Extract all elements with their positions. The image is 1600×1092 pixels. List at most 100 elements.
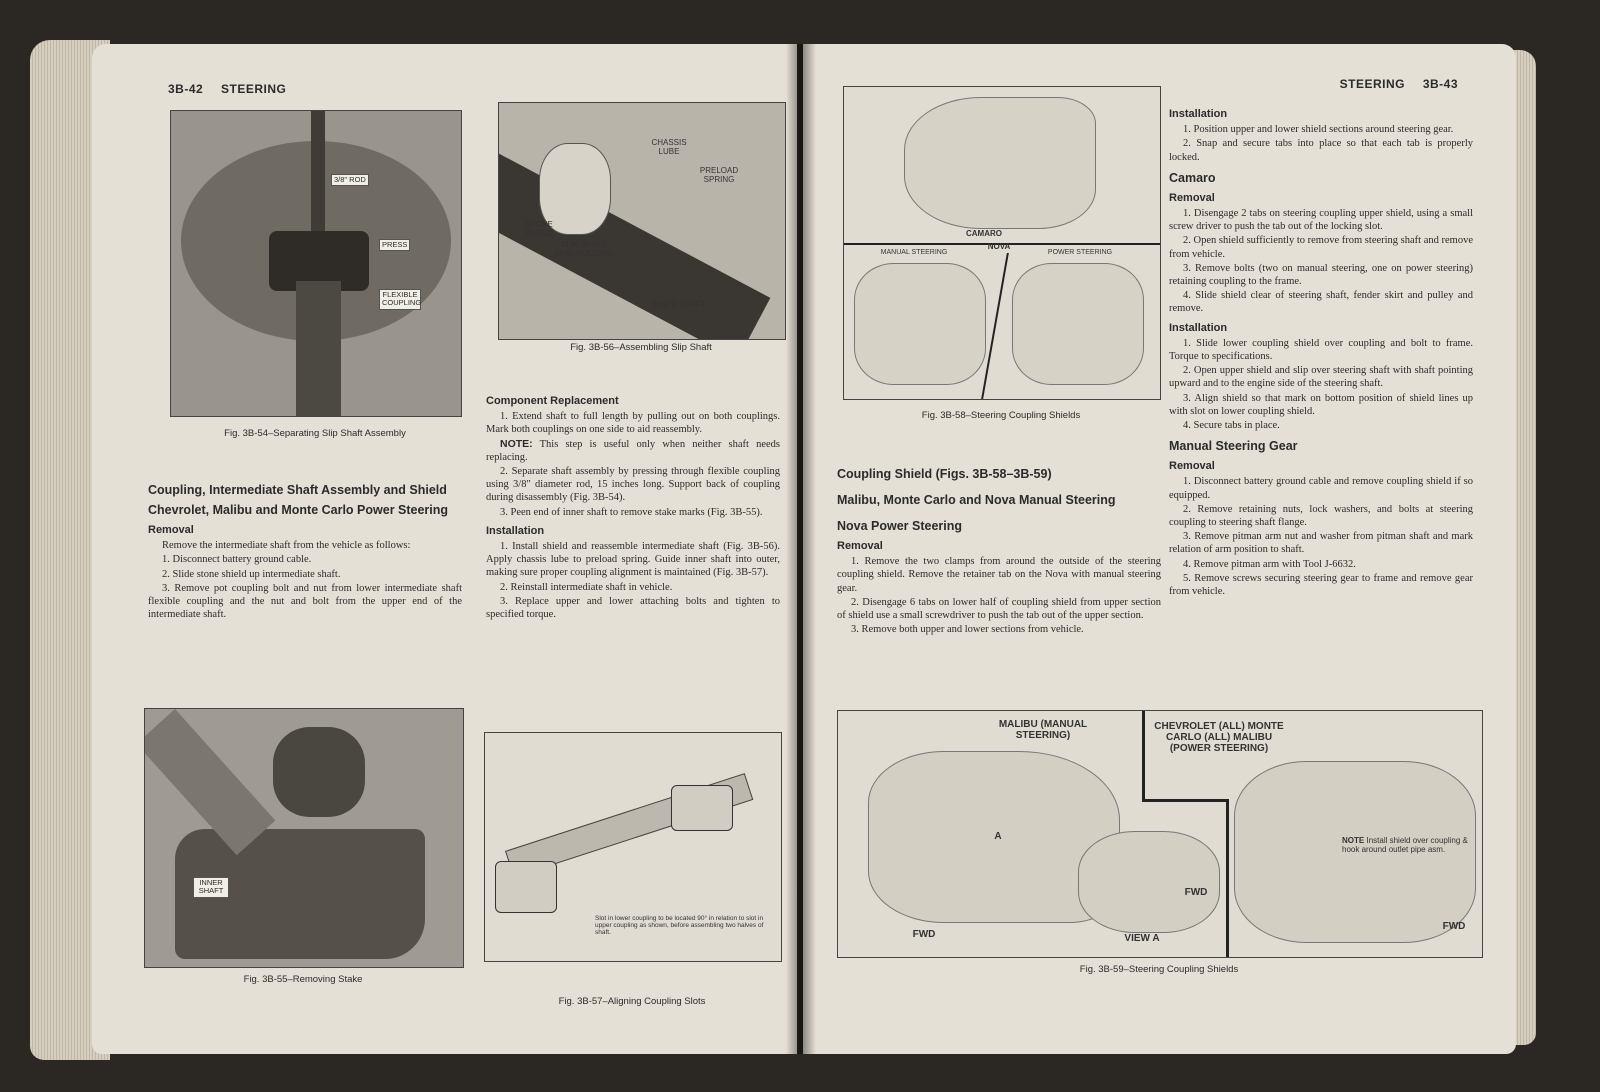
right-page-section: STEERING: [1339, 77, 1405, 91]
fig57-upper-coupling: [671, 785, 733, 831]
fig58-caption: Fig. 3B-58–Steering Coupling Shields: [921, 410, 1081, 421]
camaro-removal-step-4: 4. Slide shield clear of steering shaft,…: [1169, 290, 1473, 315]
fig59-note-head: NOTE: [1342, 836, 1365, 845]
fig59-divider-horizontal: [1142, 799, 1228, 802]
fig54-shaft: [296, 281, 341, 416]
fig56-label-inner-shaft: INNER SHAFT: [652, 300, 706, 309]
fig59-divider-vertical-2: [1226, 799, 1229, 957]
left-page-number: 3B-42: [168, 82, 204, 96]
component-note: NOTE: This step is useful only when neit…: [486, 438, 780, 464]
fig58-camaro-drawing: [904, 97, 1096, 229]
component-steps-2: 2. Separate shaft assembly by pressing t…: [486, 465, 780, 519]
removal-step-3: 3. Remove pot coupling bolt and nut from…: [148, 582, 462, 621]
figure-3b-56: CHASSIS LUBE PRELOAD SPRING STONE SHIELD…: [498, 102, 786, 340]
right-page-number: 3B-43: [1422, 77, 1458, 91]
left-page-header: 3B-42 STEERING: [168, 82, 286, 96]
fig58-power-drawing: [1012, 263, 1144, 385]
fig56-label-slip-shaft-seal-housing: SLIP SHAFT SEAL HOUSING: [554, 240, 614, 258]
fig58-label-camaro: CAMARO: [966, 229, 1002, 238]
fig56-label-stone-shield: STONE SHIELD: [524, 220, 554, 238]
component-step-1: 1. Extend shaft to full length by pullin…: [486, 411, 780, 436]
fig58-label-manual-steering: MANUAL STEERING: [880, 249, 948, 256]
fig59-view-a-drawing: [1078, 831, 1220, 933]
figure-3b-58: CAMARO MANUAL STEERING NOVA POWER STEERI…: [843, 86, 1161, 400]
installation-steps-4: 1. Position upper and lower shield secti…: [1169, 123, 1473, 164]
gear-removal-step-1: 1. Disconnect battery ground cable and r…: [1169, 476, 1473, 501]
shield-install-step-1: 1. Position upper and lower shield secti…: [1183, 124, 1454, 136]
installation-steps-1: 1. Install shield and reassemble interme…: [486, 540, 780, 621]
left-column-1: Coupling, Intermediate Shaft Assembly an…: [148, 472, 462, 622]
heading-nova-power-steering: Nova Power Steering: [837, 519, 963, 533]
heading-camaro: Camaro: [1169, 170, 1216, 185]
gear-removal-step-2: 2. Remove retaining nuts, lock washers, …: [1169, 503, 1473, 529]
heading-camaro-installation: Installation: [1169, 321, 1228, 334]
right-column-1: Coupling Shield (Figs. 3B-58–3B-59) Mali…: [837, 456, 1161, 637]
fig59-chevrolet-drawing: [1234, 761, 1476, 943]
heading-camaro-removal: Removal: [1169, 191, 1215, 204]
camaro-removal-steps: 1. Disengage 2 tabs on steering coupling…: [1169, 207, 1473, 316]
camaro-removal-step-1: 1. Disengage 2 tabs on steering coupling…: [1169, 208, 1473, 233]
gear-removal-steps: 1. Disconnect battery ground cable and r…: [1169, 475, 1473, 598]
right-page: STEERING 3B-43 CAMARO MANUAL STEERING NO…: [803, 44, 1516, 1054]
fig59-caption: Fig. 3B-59–Steering Coupling Shields: [1079, 964, 1239, 975]
installation-step-2: 2. Reinstall intermediate shaft in vehic…: [500, 581, 673, 593]
installation-step-1: 1. Install shield and reassemble interme…: [486, 541, 780, 579]
figure-3b-57: Slot in lower coupling to be located 90°…: [484, 732, 782, 962]
camaro-installation-steps: 1. Slide lower coupling shield over coup…: [1169, 337, 1473, 432]
gear-removal-step-5: 5. Remove screws securing steering gear …: [1169, 572, 1473, 598]
figure-3b-55: INNER SHAFT: [144, 708, 464, 968]
camaro-removal-step-3: 3. Remove bolts (two on manual steering,…: [1169, 262, 1473, 288]
fig59-label-fwd-left: FWD: [912, 929, 936, 940]
fig59-label-a: A: [994, 831, 1002, 842]
heading-chevrolet-power-steering: Chevrolet, Malibu and Monte Carlo Power …: [148, 503, 449, 517]
fig55-hammer-head: [273, 727, 365, 817]
fig58-label-nova: NOVA: [987, 242, 1011, 251]
fig59-label-fwd-right: FWD: [1442, 921, 1466, 932]
camaro-install-step-3: 3. Align shield so that mark on bottom p…: [1169, 392, 1473, 417]
figure-3b-59: MALIBU (MANUAL STEERING) CHEVROLET (ALL)…: [837, 710, 1483, 958]
fig59-label-view-a: VIEW A: [1124, 933, 1160, 944]
fig54-callout-rod: 3/8" ROD: [331, 174, 369, 187]
removal-steps-1: 1. Disconnect battery ground cable. 2. S…: [148, 553, 462, 621]
gear-removal-step-4: 4. Remove pitman arm with Tool J-6632.: [1183, 558, 1356, 570]
figure-3b-54: 3/8" ROD PRESS FLEXIBLE COUPLING: [170, 110, 462, 417]
heading-removal-3: Removal: [837, 540, 883, 552]
removal-step-2: 2. Slide stone shield up intermediate sh…: [162, 568, 341, 580]
fig56-label-preload-spring: PRELOAD SPRING: [699, 166, 739, 184]
heading-coupling-shield: Coupling Shield (Figs. 3B-58–3B-59): [837, 467, 1052, 481]
fig59-label-malibu: MALIBU (MANUAL STEERING): [998, 719, 1088, 741]
shield-removal-step-2: 2. Disengage 6 tabs on lower half of cou…: [837, 596, 1161, 622]
camaro-install-step-4: 4. Secure tabs in place.: [1183, 420, 1280, 432]
fig56-label-chassis-lube: CHASSIS LUBE: [651, 138, 687, 156]
fig57-caption: Fig. 3B-57–Aligning Coupling Slots: [558, 996, 706, 1007]
fig58-manual-drawing: [854, 263, 986, 385]
fig56-stone-shield: [539, 143, 611, 235]
heading-coupling-intermediate-shaft: Coupling, Intermediate Shaft Assembly an…: [148, 483, 447, 497]
right-column-2: Installation 1. Position upper and lower…: [1169, 104, 1473, 599]
fig54-caption: Fig. 3B-54–Separating Slip Shaft Assembl…: [224, 428, 406, 439]
heading-installation-1: Installation: [486, 524, 545, 537]
fig55-caption: Fig. 3B-55–Removing Stake: [243, 974, 363, 985]
removal-lead: Remove the intermediate shaft from the v…: [162, 540, 411, 552]
fig54-callout-flexible-coupling: FLEXIBLE COUPLING: [379, 289, 421, 310]
shield-removal-step-1: 1. Remove the two clamps from around the…: [837, 556, 1161, 594]
removal-step-1: 1. Disconnect battery ground cable.: [162, 554, 312, 566]
shield-install-step-2: 2. Snap and secure tabs into place so th…: [1169, 138, 1473, 163]
camaro-install-step-1: 1. Slide lower coupling shield over coup…: [1169, 337, 1473, 363]
fig57-note: Slot in lower coupling to be located 90°…: [595, 915, 764, 937]
left-column-2: Component Replacement 1. Extend shaft to…: [486, 389, 780, 622]
heading-installation-4: Installation: [1169, 108, 1228, 120]
fig58-camaro-divider: [844, 243, 1160, 245]
fig59-label-chevrolet: CHEVROLET (ALL) MONTE CARLO (ALL) MALIBU…: [1154, 721, 1284, 754]
fig59-label-note: NOTE Install shield over coupling & hook…: [1342, 836, 1472, 855]
gear-removal-step-3: 3. Remove pitman arm nut and washer from…: [1169, 531, 1473, 556]
heading-removal-1: Removal: [148, 524, 194, 536]
fig59-divider-vertical: [1142, 711, 1145, 801]
fig55-callout-inner-shaft: INNER SHAFT: [193, 877, 229, 898]
shield-removal-step-3: 3. Remove both upper and lower sections …: [851, 624, 1084, 636]
fig57-lower-coupling: [495, 861, 557, 913]
component-step-2: 2. Separate shaft assembly by pressing t…: [486, 466, 780, 504]
fig59-note-text: Install shield over coupling & hook arou…: [1342, 836, 1468, 854]
heading-gear-removal: Removal: [1169, 460, 1215, 473]
component-steps-1: 1. Extend shaft to full length by pullin…: [486, 410, 780, 436]
